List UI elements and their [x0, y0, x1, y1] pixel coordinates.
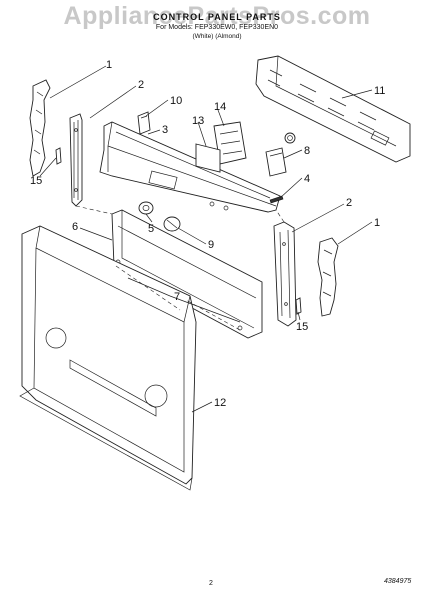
callout-11: 11 [374, 85, 385, 97]
callout-14: 14 [214, 101, 226, 113]
part-knob [138, 201, 154, 215]
callout-13: 13 [192, 115, 204, 127]
callout-5: 5 [148, 223, 154, 235]
callout-1-left: 1 [106, 59, 112, 71]
model-colors: (White) (Almond) [192, 33, 242, 40]
part-side-trim-right [317, 237, 339, 317]
watermark-text: AppliancePartsPros.com [63, 2, 371, 30]
leader-lines [39, 65, 373, 413]
callout-7: 7 [174, 291, 180, 303]
callout-10: 10 [170, 95, 182, 107]
document-number: 4384975 [384, 578, 412, 585]
part-clip-left [55, 147, 62, 165]
callout-6: 6 [72, 221, 78, 233]
callout-2-left: 2 [138, 79, 144, 91]
callout-9: 9 [208, 239, 214, 251]
callout-2-right: 2 [346, 197, 352, 209]
part-side-trim-left [29, 79, 51, 177]
callout-labels: 1 2 10 3 14 13 11 8 15 4 5 9 6 2 1 7 15 … [30, 59, 385, 409]
callout-1-right: 1 [374, 217, 380, 229]
callout-12: 12 [214, 397, 226, 409]
part-end-bracket-right [273, 221, 297, 327]
part-bezel-knob [163, 216, 181, 232]
part-large-panel [19, 225, 197, 491]
callout-15-left: 15 [30, 175, 42, 187]
diagram-title: CONTROL PANEL PARTS [153, 12, 281, 22]
part-control-console [99, 121, 281, 213]
callout-3: 3 [162, 124, 168, 136]
callout-15-right: 15 [296, 321, 308, 333]
part-bracket-clip-10 [137, 111, 151, 135]
callout-8: 8 [304, 145, 310, 157]
model-numbers: For Models: FEP330EW0, FEP330EN0 [155, 24, 279, 31]
part-rear-panel [255, 55, 411, 163]
page-number: 2 [209, 580, 213, 587]
part-end-bracket-left [69, 113, 83, 207]
part-clip-right [295, 297, 302, 315]
callout-4: 4 [304, 173, 310, 185]
part-overlay [195, 143, 221, 173]
part-screw [269, 195, 284, 204]
part-electronic-board [213, 121, 247, 165]
part-switch [265, 132, 296, 177]
